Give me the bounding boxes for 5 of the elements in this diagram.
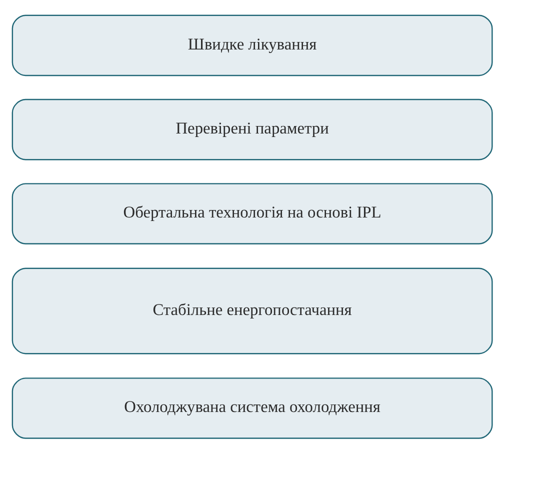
- node-box: Охолоджувана система охолодження: [12, 377, 493, 438]
- node-box: Перевірені параметри: [12, 98, 493, 160]
- node-box: Обертальна технологія на основі IPL: [12, 182, 493, 244]
- node-box: Швидке лікування: [12, 14, 493, 76]
- node-box: Стабільне енергопостачання: [12, 267, 493, 354]
